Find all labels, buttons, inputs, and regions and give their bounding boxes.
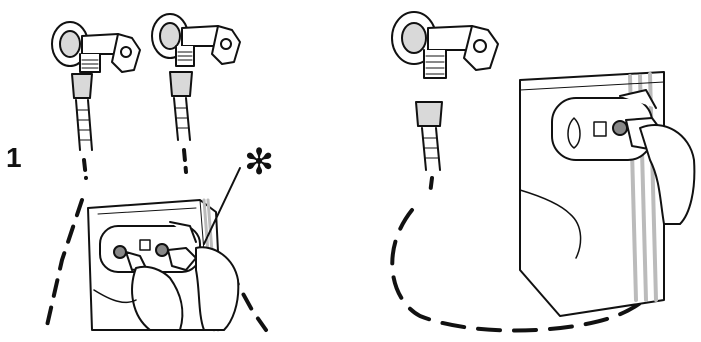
right-panel <box>392 12 694 331</box>
hand-icon <box>196 247 238 330</box>
machine-back-right <box>520 72 694 316</box>
left-panel <box>46 14 266 330</box>
step-number: 1 <box>6 142 22 174</box>
angle-valve-icon <box>152 14 240 96</box>
hose-left-1 <box>46 100 92 330</box>
angle-valve-icon <box>52 22 140 98</box>
angle-valve-icon <box>392 12 498 126</box>
snowflake-icon: ✻ <box>244 145 274 181</box>
